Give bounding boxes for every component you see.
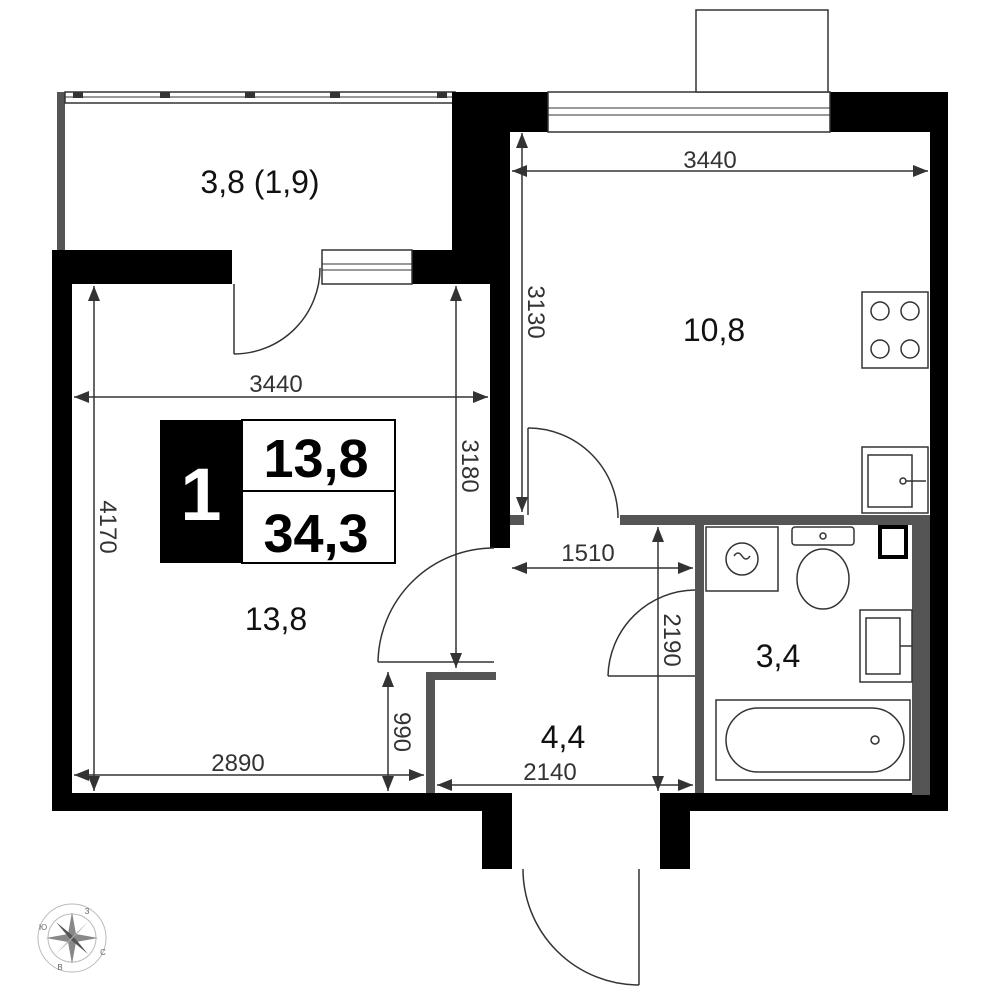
bathtub bbox=[715, 699, 911, 781]
badge-room-count: 1 bbox=[180, 453, 221, 536]
dim-kitchen-depth: 3130 bbox=[522, 285, 549, 338]
washing-machine bbox=[705, 526, 779, 592]
bath-sink bbox=[859, 609, 913, 683]
dim-hall-width-top: 1510 bbox=[561, 540, 614, 567]
riser bbox=[878, 525, 908, 559]
room-balcony-area: 3,8 (1,9) bbox=[200, 164, 319, 200]
dimension-lines bbox=[74, 133, 928, 791]
compass-label-n: З bbox=[85, 907, 90, 916]
room-living-area: 13,8 bbox=[245, 601, 307, 637]
compass-label-w: Ю bbox=[39, 923, 47, 932]
kitchen-sink bbox=[861, 446, 929, 514]
dim-living-width: 3440 bbox=[249, 371, 302, 398]
compass-label-s: В bbox=[57, 963, 62, 972]
living-window bbox=[321, 249, 413, 285]
dim-kitchen-width: 3440 bbox=[683, 147, 736, 174]
toilet bbox=[791, 526, 855, 610]
room-bathroom-area: 3,4 bbox=[756, 638, 800, 674]
outer-walls bbox=[52, 92, 948, 869]
partitions bbox=[426, 515, 930, 795]
compass-icon: З Ю С В bbox=[37, 903, 107, 973]
area-badge: 1 13,8 34,3 bbox=[160, 419, 396, 564]
dim-living-depth-left: 4170 bbox=[94, 500, 121, 553]
kitchen-window bbox=[547, 9, 831, 133]
dim-living-depth-right: 3180 bbox=[456, 439, 483, 492]
room-hall-area: 4,4 bbox=[541, 719, 585, 755]
badge-living-area: 13,8 bbox=[263, 429, 368, 489]
doors bbox=[233, 267, 696, 986]
dim-hall-width-bottom: 2140 bbox=[523, 759, 576, 786]
dim-bath-depth: 2190 bbox=[658, 613, 685, 666]
dim-living-bottom-width: 2890 bbox=[211, 750, 264, 777]
stove bbox=[861, 291, 929, 369]
dim-small-depth: 990 bbox=[388, 712, 415, 752]
room-kitchen-area: 10,8 bbox=[683, 312, 745, 348]
badge-total-area: 34,3 bbox=[263, 504, 368, 564]
compass-label-e: С bbox=[100, 948, 106, 957]
